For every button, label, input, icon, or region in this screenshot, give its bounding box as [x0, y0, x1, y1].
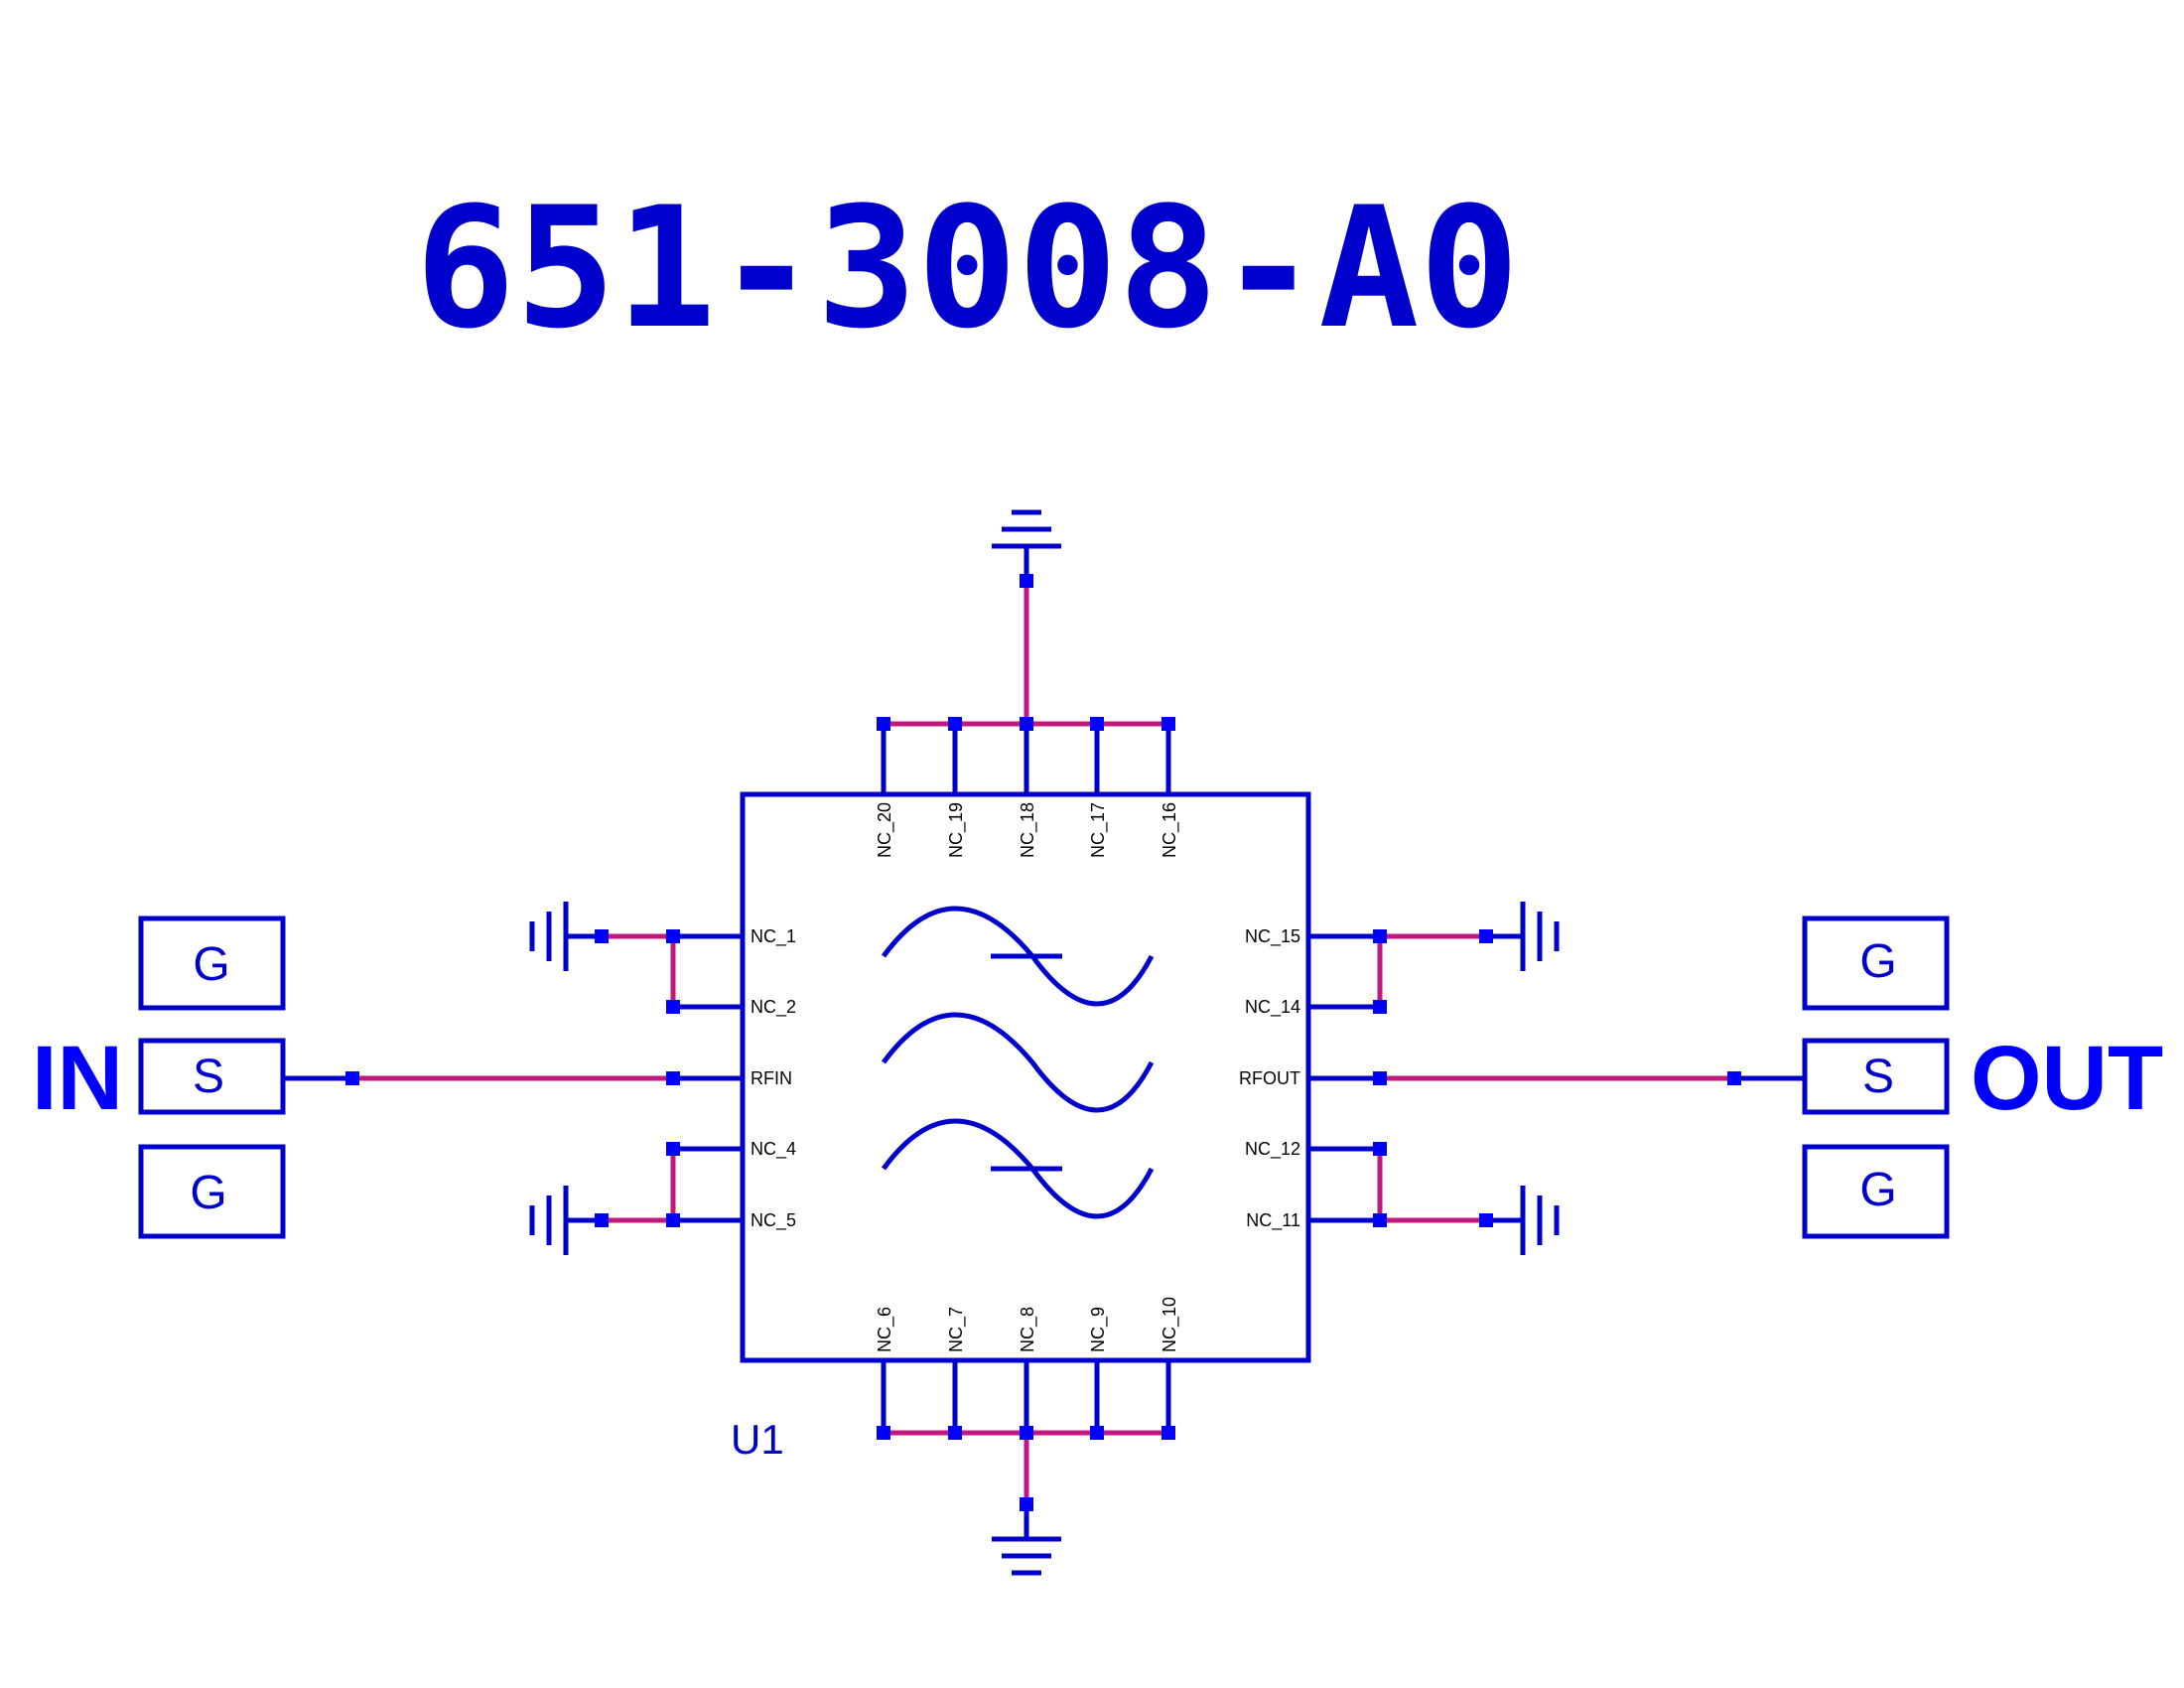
- ground-icon-left-top: [529, 902, 569, 971]
- pin-label-nc-11: NC_11: [1246, 1210, 1300, 1231]
- top-pin-labels: NC_20 NC_19 NC_18 NC_17 NC_16: [875, 802, 1180, 858]
- pin-label-nc-17: NC_17: [1088, 802, 1109, 858]
- input-pad-ground-bottom-label: G: [190, 1167, 226, 1219]
- output-port-label: OUT: [1971, 1028, 2163, 1129]
- wires: [352, 581, 1734, 1504]
- bottom-pin-labels: NC_6 NC_7 NC_8 NC_9 NC_10: [875, 1297, 1180, 1352]
- pin-label-nc-4: NC_4: [751, 1139, 796, 1160]
- output-pad-ground-bottom: [1802, 1144, 1950, 1239]
- ground-icon-top: [992, 509, 1061, 549]
- ground-icon-bottom: [992, 1536, 1061, 1576]
- output-pad-ground-top-label: G: [1859, 935, 1896, 988]
- pin-label-nc-20: NC_20: [875, 802, 895, 858]
- pin-label-nc-8: NC_8: [1018, 1307, 1038, 1352]
- pin-label-nc-12: NC_12: [1245, 1139, 1300, 1160]
- output-pad-ground-bottom-label: G: [1859, 1164, 1896, 1216]
- pin-label-nc-7: NC_7: [946, 1307, 967, 1352]
- pin-label-nc-6: NC_6: [875, 1307, 895, 1352]
- right-pin-labels: NC_15 NC_14 RFOUT NC_12 NC_11: [1239, 926, 1300, 1231]
- pin-label-rfin: RFIN: [751, 1068, 792, 1088]
- pin-label-nc-16: NC_16: [1160, 802, 1180, 858]
- output-pad-signal-label: S: [1862, 1051, 1894, 1103]
- pin-label-nc-10: NC_10: [1160, 1297, 1180, 1352]
- pin-label-nc-2: NC_2: [751, 997, 796, 1018]
- ground-icon-right-bottom: [1520, 1186, 1560, 1255]
- pin-label-rfout: RFOUT: [1239, 1068, 1300, 1088]
- pin-label-nc-15: NC_15: [1245, 926, 1300, 947]
- pin-stubs: [283, 546, 1805, 1539]
- input-pad-ground-bottom: [138, 1144, 286, 1239]
- component-body: [740, 791, 1311, 1363]
- input-port: IN G S G: [32, 915, 286, 1239]
- part-number-title: 651-3008-A0: [415, 171, 1520, 365]
- reference-designator: U1: [731, 1416, 784, 1463]
- pin-label-nc-14: NC_14: [1245, 997, 1300, 1018]
- pin-label-nc-1: NC_1: [751, 926, 796, 947]
- input-port-label: IN: [32, 1028, 123, 1129]
- input-pad-ground-top-label: G: [193, 938, 229, 991]
- ground-icon-left-bottom: [529, 1186, 569, 1255]
- output-pad-ground-top: [1802, 915, 1950, 1011]
- filter-icon: [881, 906, 1155, 1219]
- left-pin-labels: NC_1 NC_2 RFIN NC_4 NC_5: [751, 926, 796, 1231]
- input-pad-signal-label: S: [193, 1051, 224, 1103]
- pin-label-nc-18: NC_18: [1018, 802, 1038, 858]
- output-port: G S G OUT: [1802, 915, 2163, 1239]
- pin-label-nc-9: NC_9: [1088, 1307, 1109, 1352]
- ground-icon-right-top: [1520, 902, 1560, 971]
- pin-label-nc-5: NC_5: [751, 1210, 796, 1231]
- pin-label-nc-19: NC_19: [946, 802, 967, 858]
- input-pad-ground-top: [138, 915, 286, 1011]
- junction-dots: [345, 574, 1741, 1511]
